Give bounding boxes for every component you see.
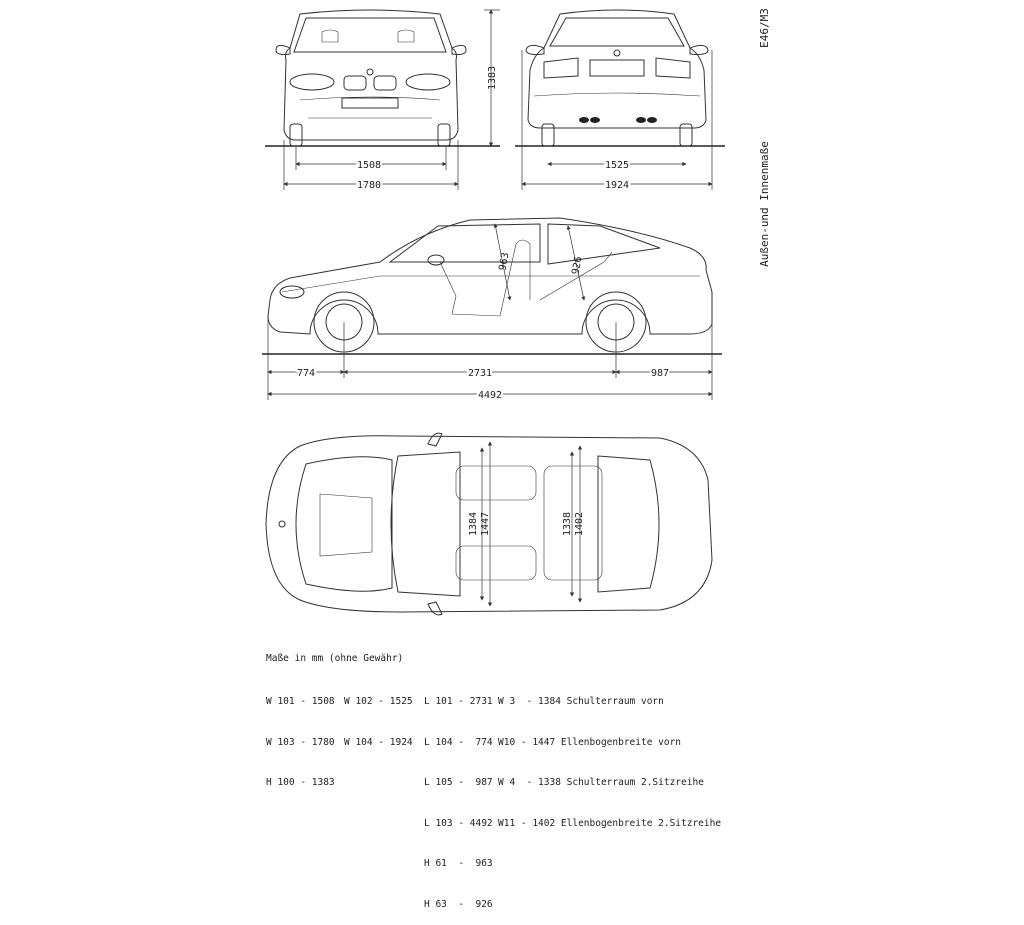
front-bumper-lines [299,96,441,119]
kidney-grille-left [343,75,367,91]
elbow-rear-label: 1402 [574,512,585,536]
legend-row: W10 - 1447 Ellenbogenbreite vorn [498,736,682,748]
front-view: 1383 1508 1780 [265,9,500,193]
rear-bumper-line [533,92,701,97]
length-label: 4492 [478,390,502,401]
rear-lights [543,57,691,79]
wheelbase-label: 2731 [468,368,492,379]
side-view: 963 926 774 2731 987 4492 [262,217,722,403]
legend-row: H 63 - 926 [424,898,493,910]
top-seat-front-right [455,545,537,581]
front-width-label: 1780 [357,180,381,191]
legend-row: W 102 - 1525 [344,696,413,707]
kidney-grille-right [373,75,397,91]
exhaust-pipes [579,117,657,123]
top-body [265,435,713,613]
legend-row: W 101 - 1508 [266,696,335,707]
legend-col-4: W 3 - 1384 Schulterraum vorn W10 - 1447 … [498,668,721,844]
front-height-label: 1383 [487,66,498,90]
blueprint-sheet: 1383 1508 1780 1525 1924 [262,8,771,616]
headroom-front-label: 963 [498,252,512,272]
top-view: 1384 1447 1338 1402 [265,432,713,616]
legend-row: W 4 - 1338 Schulterraum 2.Sitzreihe [498,777,704,788]
legend-row: L 103 - 4492 [424,817,493,829]
front-mirror-right [451,44,467,55]
front-body [283,9,459,141]
front-seats [321,29,415,43]
rear-view: 1525 1924 [515,9,725,193]
shoulder-front-label: 1384 [468,512,479,536]
legend-col-2: W 102 - 1525 W 104 - 1924 [344,668,413,763]
side-windows [388,223,661,265]
top-rear-window [597,455,660,593]
front-plate [341,97,399,109]
legend-row: H 61 - 963 [424,858,493,869]
top-rear-bench [543,465,603,581]
legend-row: W11 - 1402 Ellenbogenbreite 2.Sitzreihe [498,817,722,829]
legend-row: L 105 - 987 [424,777,493,788]
rear-body [527,9,707,129]
front-track-label: 1508 [357,160,381,171]
elbow-front-label: 1447 [480,512,491,536]
front-tyre-left [289,123,303,147]
headlight-left [289,73,335,91]
headlight-right [405,73,451,91]
side-rear-seat [539,251,613,301]
rear-plate [589,59,645,77]
front-windshield [293,17,447,53]
side-mirror [427,254,445,266]
front-mirror-left [275,44,291,55]
legend-col-1: W 101 - 1508 W 103 - 1780 H 100 - 1383 [266,668,335,803]
overhang-rear-label: 987 [651,368,669,379]
side-body [267,217,713,335]
headroom-rear-dim-line [566,225,586,301]
rear-tyre-left [541,123,555,147]
rear-tyre-right [679,123,693,147]
top-badge [278,520,286,528]
legend-row: L 101 - 2731 [424,696,493,707]
rear-badge [613,49,621,57]
top-windshield [390,451,461,597]
legend-row: W 3 - 1384 Schulterraum vorn [498,696,664,707]
top-hood-bulge [319,493,373,557]
top-mirror-left [427,432,443,447]
rear-window [549,17,685,47]
legend-row: W 104 - 1924 [344,736,413,748]
headroom-rear-label: 926 [571,256,585,276]
headroom-front-dim-line [493,223,512,301]
overhang-front-label: 774 [297,368,315,379]
front-tyre-right [437,123,451,147]
legend-title: Maße in mm (ohne Gewähr) [266,653,404,664]
legend-row: L 104 - 774 [424,736,493,748]
top-hood [295,456,393,592]
legend-row: H 100 - 1383 [266,777,335,788]
rear-mirror-right [689,44,709,55]
rear-track-label: 1525 [605,160,629,171]
top-mirror-right [427,601,443,616]
sheet-subtitle: Außen-und Innenmaße [758,141,771,267]
side-seats [439,239,531,317]
side-headlight [279,285,305,299]
front-badge [366,68,374,76]
top-seat-front-left [455,465,537,501]
shoulder-rear-label: 1338 [562,512,573,536]
legend-col-3: L 101 - 2731 L 104 - 774 L 105 - 987 L 1… [424,668,493,925]
rear-mirror-left [525,44,545,55]
rear-width-label: 1924 [605,180,629,191]
model-title: E46/M3 [758,8,771,48]
side-shoulder-line [281,275,700,293]
legend-row: W 103 - 1780 [266,736,335,748]
